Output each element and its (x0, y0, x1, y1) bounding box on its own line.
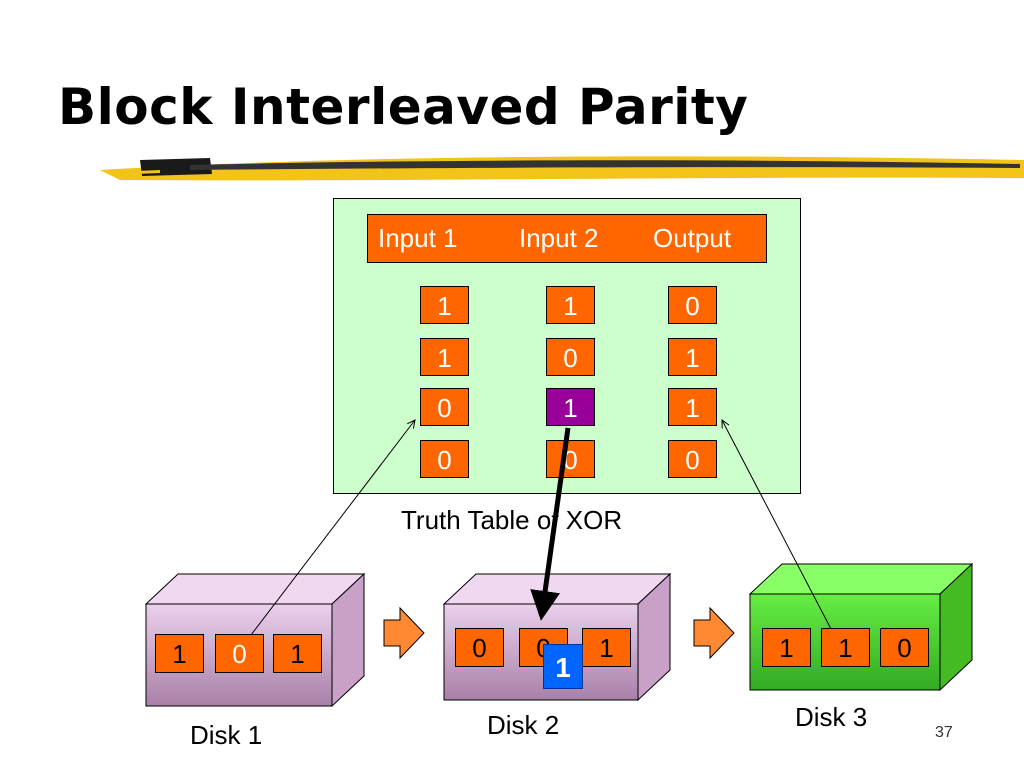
flow-arrow-1 (383, 606, 425, 660)
tt-cell-r3-c0: 0 (420, 440, 469, 478)
truth-table-header: Input 1 Input 2 Output (367, 214, 767, 263)
tt-cell-r2-c2: 1 (668, 388, 717, 426)
header-output: Output (653, 223, 732, 253)
header-input-2: Input 2 (519, 223, 599, 253)
slide-title: Block Interleaved Parity (58, 78, 749, 136)
disk-3-shape (748, 562, 974, 692)
truth-table-caption: Truth Table of XOR (401, 505, 623, 535)
disk2-bit-2: 1 (582, 628, 631, 667)
disk3-bit-0: 1 (762, 628, 811, 667)
tt-cell-r2-c1-highlighted: 1 (546, 388, 595, 426)
arrow-disk1-to-input1 (237, 420, 415, 653)
arrow-disk3-to-output (722, 420, 844, 653)
recovered-bit-box: 1 (543, 644, 583, 689)
disk2-bit-0: 0 (455, 628, 504, 667)
flow-arrow-2 (693, 606, 735, 660)
tt-cell-r1-c1: 0 (546, 338, 595, 376)
tt-cell-r0-c0: 1 (420, 286, 469, 324)
tt-cell-r2-c0: 0 (420, 388, 469, 426)
disk-2-label: Disk 2 (487, 710, 560, 740)
disk1-bit-0: 1 (155, 634, 204, 673)
disk3-bit-2: 0 (880, 628, 929, 667)
arrow-input2-to-disk2 (530, 427, 571, 621)
disk3-bit-1: 1 (821, 628, 870, 667)
header-input-1: Input 1 (378, 223, 458, 253)
disk-3-label: Disk 3 (795, 702, 868, 732)
disk1-bit-2: 1 (273, 634, 322, 673)
tt-cell-r1-c0: 1 (420, 338, 469, 376)
tt-cell-r3-c1: 0 (546, 440, 595, 478)
tt-cell-r0-c2: 0 (668, 286, 717, 324)
tt-cell-r3-c2: 0 (668, 440, 717, 478)
disk-1-label: Disk 1 (190, 720, 263, 750)
page-number: 37 (935, 724, 953, 741)
title-underline-stroke (100, 156, 1024, 181)
disk1-bit-1: 0 (215, 634, 264, 673)
tt-cell-r0-c1: 1 (546, 286, 595, 324)
tt-cell-r1-c2: 1 (668, 338, 717, 376)
